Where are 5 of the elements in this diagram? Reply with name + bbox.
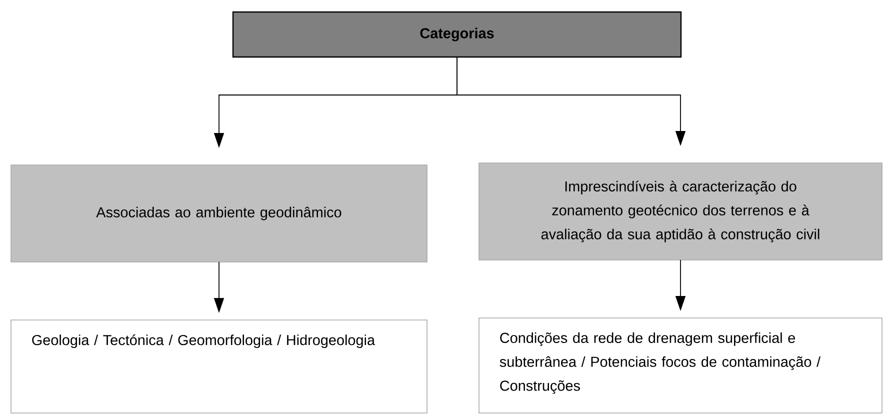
category-box: Associadas ao ambiente geodinâmico (10, 164, 428, 262)
content-box: Condições da rede de drenagem superficial e subterrânea / Potenciais focos de contaminação / Construções (478, 318, 882, 414)
content-box: Geologia / Tectónica / Geomorfologia / Hidrogeologia (10, 320, 428, 414)
header-box: Categorias (232, 11, 682, 58)
category-box: Imprescindíveis à caracterização do zonamento geotécnico dos terrenos e à avaliação da sua aptidão à construção civil (478, 162, 882, 260)
